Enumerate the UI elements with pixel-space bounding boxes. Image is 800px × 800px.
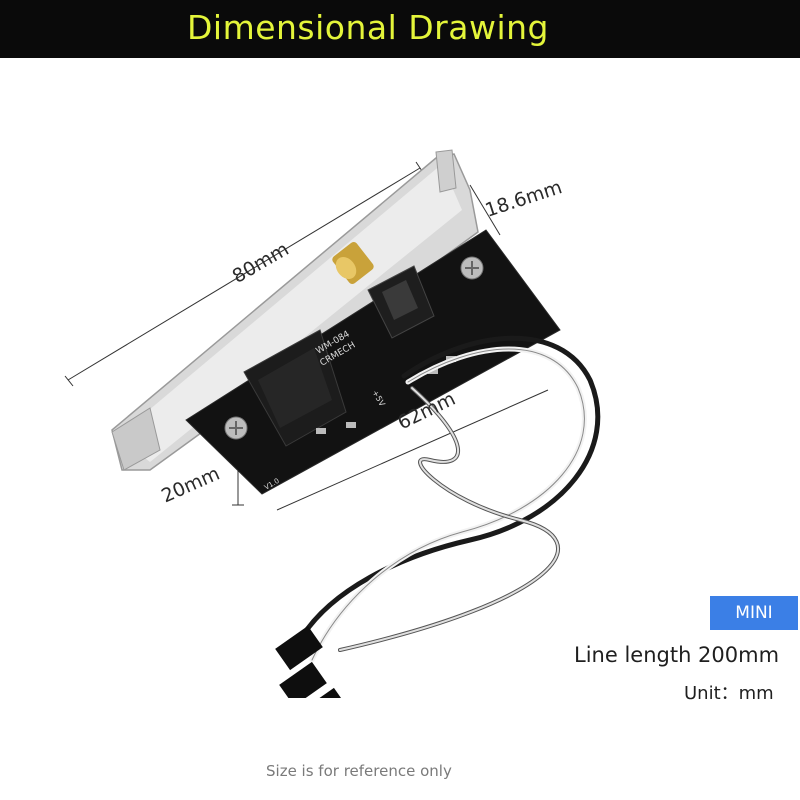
cable (297, 335, 601, 663)
product-photo: WM-084 CRMECH +5V V1.0 (64, 149, 601, 733)
pcb-board: WM-084 CRMECH +5V V1.0 (185, 229, 561, 495)
header-bar: Dimensional Drawing (0, 0, 800, 58)
metal-bracket (111, 149, 479, 471)
board-width-dimension-line (276, 389, 549, 511)
length-dimension-line (67, 167, 421, 381)
height-dimension-line (469, 184, 501, 236)
audio-jack (332, 241, 374, 285)
product-illustration: WM-084 CRMECH +5V V1.0 80mm 18.6mm 62mm … (0, 58, 800, 733)
unit-text: Unit：mm (684, 683, 774, 704)
page-title: Dimensional Drawing (186, 8, 549, 47)
line-length-text: Line length 200mm (574, 643, 780, 667)
reference-footnote: Size is for reference only (266, 762, 452, 780)
mini-badge: MINI (710, 596, 798, 630)
